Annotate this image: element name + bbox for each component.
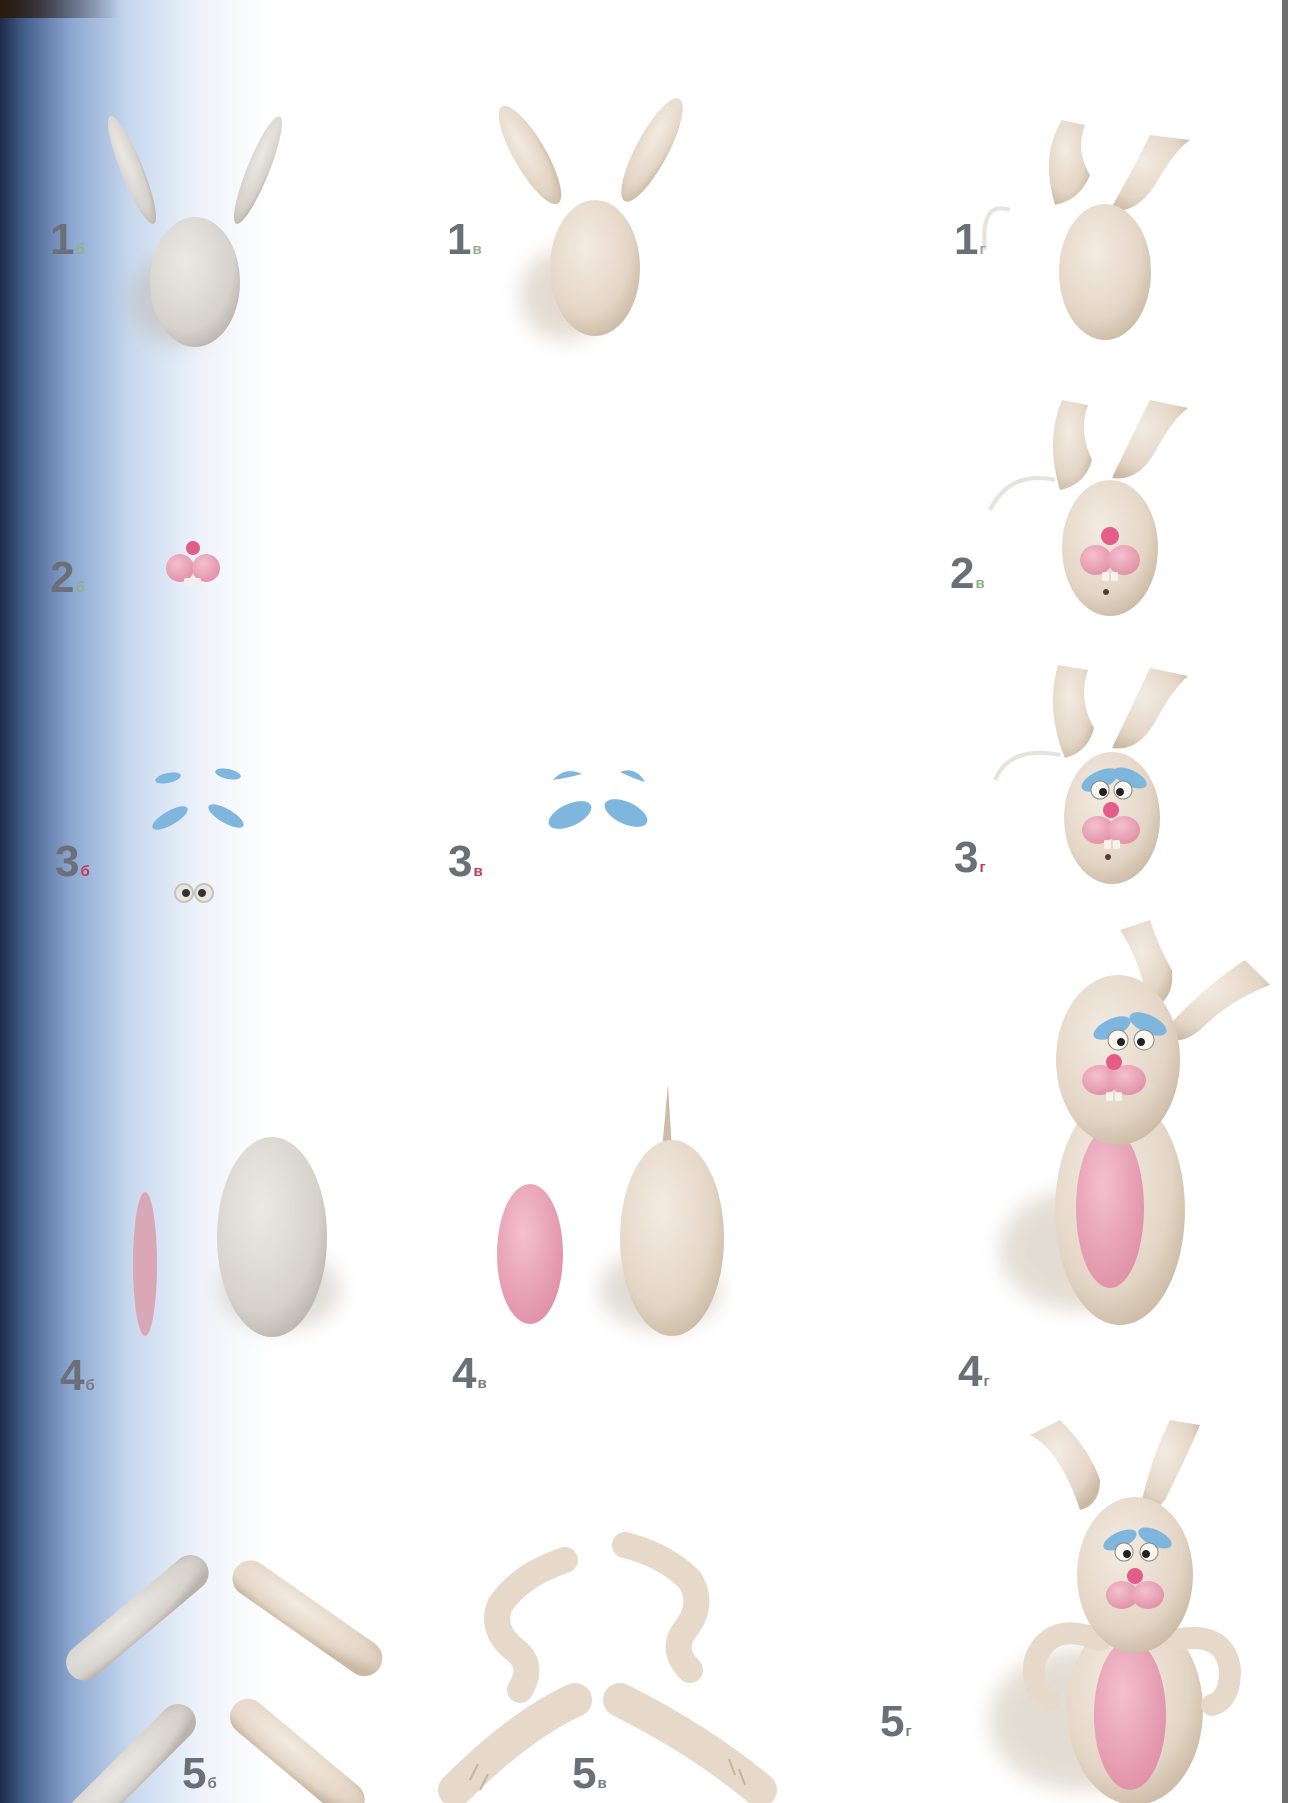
step-2v-head-with-muzzle	[990, 400, 1188, 616]
page-edge-line	[1282, 0, 1288, 1803]
label-5b: 5б	[182, 1752, 216, 1796]
label-2b: 2б	[50, 556, 84, 600]
label-1g: 1г	[954, 218, 985, 262]
label-5v: 5в	[572, 1752, 606, 1796]
label-2v: 2в	[950, 552, 984, 596]
step-3v-shaped-eyebrows	[545, 770, 652, 834]
label-1b: 1б	[50, 218, 84, 262]
step-4g-bunny-head-on-body	[1000, 920, 1270, 1325]
step-5g-finished-bunny	[990, 1420, 1230, 1803]
label-1v: 1в	[447, 218, 481, 262]
step-3b-eyebrows-and-eyes	[149, 766, 247, 902]
step-4b-belly-and-body-blanks	[133, 1137, 340, 1337]
step-1b-gray-head-and-ears	[100, 112, 290, 347]
label-3b: 3б	[55, 840, 89, 884]
label-4b: 4б	[60, 1354, 94, 1398]
step-1v-head-and-ears	[488, 91, 693, 340]
label-5g: 5г	[880, 1700, 911, 1744]
step-1g-head-with-curled-ears	[984, 120, 1190, 340]
label-4v: 4в	[452, 1352, 486, 1396]
step-2b-muzzle-parts	[166, 541, 220, 586]
step-3g-head-with-face	[995, 665, 1188, 884]
label-4g: 4г	[958, 1350, 989, 1394]
label-3v: 3в	[448, 840, 482, 884]
label-3g: 3г	[954, 836, 985, 880]
step-5v-bent-arms-and-legs	[455, 1545, 760, 1790]
step-5b-limb-sausages	[59, 1548, 390, 1803]
step-4v-pink-belly-and-body	[497, 1084, 724, 1336]
